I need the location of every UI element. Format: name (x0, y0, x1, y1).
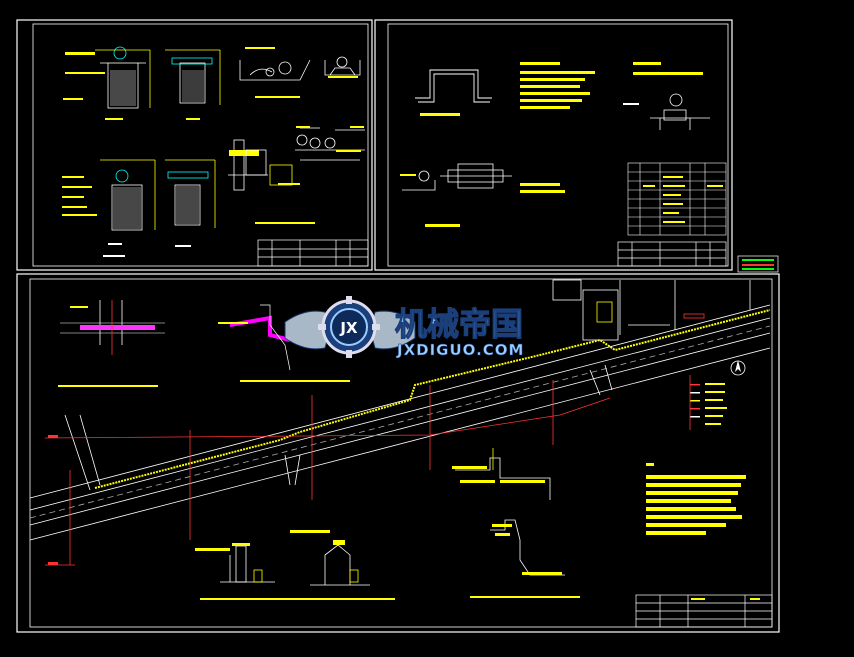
materials-table (627, 162, 727, 236)
watermark-title: 机械帝国 (395, 305, 523, 343)
title-block-3 (635, 594, 773, 628)
detail-cross-section-4 (165, 159, 216, 228)
road-alignment (29, 304, 771, 541)
detail-cable-tray (295, 127, 365, 161)
legend-strip (737, 255, 779, 273)
detail-cross-section-2 (165, 49, 221, 105)
detail-support-frame (228, 139, 293, 191)
detail-wall-section-2 (290, 530, 370, 586)
cable-route (94, 309, 771, 489)
sheet-top-left (16, 19, 373, 271)
logo-letters: JX (339, 319, 358, 337)
watermark-subtitle: JXDIGUO.COM (396, 341, 524, 359)
detail-pipe-run (402, 163, 512, 191)
detail-wall-section-1 (195, 543, 275, 583)
watermark: JX 机械帝国 JXDIGUO.COM (284, 296, 524, 359)
sheet-bottom (16, 273, 780, 633)
general-notes (646, 463, 746, 535)
north-arrow-icon (730, 360, 746, 376)
detail-trench-2 (324, 56, 361, 76)
map-legend (690, 383, 727, 425)
site-buildings (552, 279, 751, 341)
inset-pipe-route (218, 304, 350, 382)
detail-trench-1 (239, 59, 311, 81)
detail-step-section-1 (452, 448, 551, 500)
detail-step-section-2 (490, 519, 565, 576)
materials-table-entries (643, 176, 723, 223)
title-block-2 (617, 241, 727, 267)
section-lines (44, 380, 611, 566)
detail-bracket (415, 69, 492, 103)
detail-clamp (650, 93, 710, 130)
logo-gear-icon: JX (284, 296, 416, 358)
inset-pipe-crossing (58, 300, 165, 387)
detail-cross-section-3 (100, 159, 156, 231)
title-block-1 (257, 239, 369, 267)
sheet-top-right (374, 19, 733, 271)
detail-cross-section-1 (95, 46, 151, 109)
